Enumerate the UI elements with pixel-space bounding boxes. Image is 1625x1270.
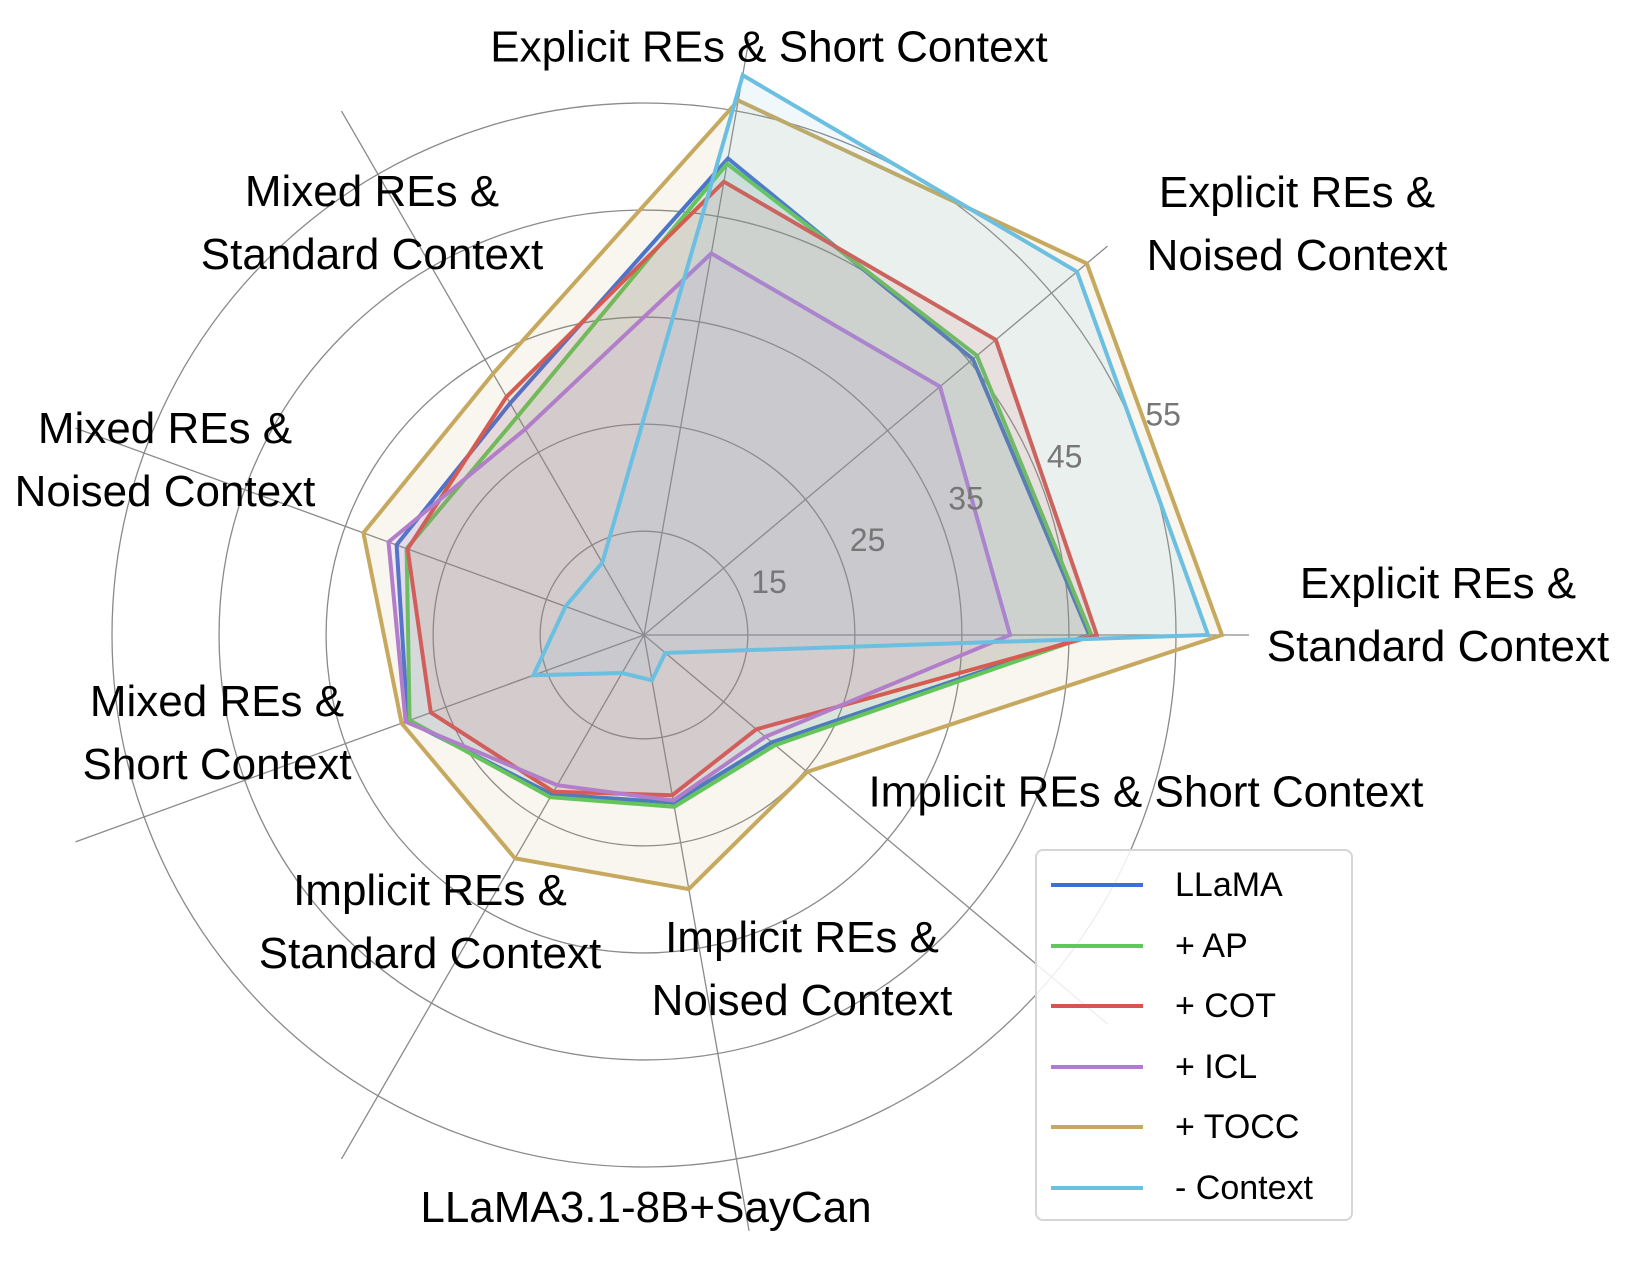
axis-label: Mixed REs & Standard Context [201, 160, 543, 286]
axis-label: Implicit REs & Noised Context [652, 906, 953, 1032]
radial-tick-labels: 15 25 35 45 55 [751, 397, 1181, 600]
legend-label: + TOCC [1175, 1108, 1300, 1146]
axis-spoke [643, 245, 1108, 636]
legend-item: LLaMA [1037, 865, 1351, 905]
chart-title: LLaMA3.1-8B+SayCan [420, 1183, 872, 1232]
legend: LLaMA + AP + COT + ICL + TOCC - Context [1035, 849, 1353, 1221]
axis-label-line: Noised Context [14, 467, 316, 516]
series-icl-line [386, 250, 1013, 803]
axis-label-line: Standard Context [1266, 622, 1610, 671]
legend-swatch [1051, 943, 1143, 948]
axis-label-line: Implicit REs & [665, 913, 939, 962]
legend-swatch [1051, 1004, 1143, 1008]
legend-item: + TOCC [1037, 1107, 1351, 1147]
legend-label: + AP [1175, 926, 1248, 965]
legend-item: + COT [1037, 986, 1351, 1026]
legend-item: - Context [1037, 1168, 1351, 1208]
radial-tick-label: 35 [948, 480, 984, 516]
axis-label-line: Noised Context [1146, 231, 1448, 280]
legend-item: + ICL [1037, 1047, 1351, 1087]
legend-item: + AP [1037, 926, 1351, 966]
axis-label-line: Short Context [82, 740, 352, 789]
legend-swatch [1051, 883, 1143, 887]
series-context-line [530, 72, 1211, 683]
axis-spoke [75, 634, 645, 843]
axis-label: Mixed REs & Short Context [82, 670, 351, 796]
series-cot-line [405, 179, 1100, 798]
axis-label-line: Standard Context [200, 230, 544, 279]
axis-label-line: Mixed REs & [244, 167, 500, 216]
axis-label-line: Explicit REs & [1158, 168, 1436, 217]
legend-swatch [1051, 1185, 1143, 1190]
radial-tick-label: 55 [1145, 397, 1181, 433]
axis-label-line: Noised Context [651, 976, 953, 1025]
legend-label: + ICL [1175, 1047, 1258, 1086]
axis-label: Implicit REs & Short Context [868, 761, 1423, 824]
axis-label-line: Standard Context [258, 929, 602, 978]
axis-label-line: Explicit REs & Short Context [490, 22, 1048, 72]
axis-label: Mixed REs & Noised Context [15, 397, 316, 523]
legend-label: LLaMA [1175, 866, 1283, 904]
series-tocc-line [361, 98, 1225, 892]
axis-spoke [643, 39, 750, 636]
radial-tick-label: 15 [751, 564, 787, 600]
axis-spoke [75, 427, 645, 636]
axis-label-line: Mixed REs & [37, 404, 293, 453]
radial-tick-label: 25 [850, 522, 886, 558]
legend-label: + COT [1175, 987, 1277, 1025]
axis-label: Explicit REs & Noised Context [1147, 161, 1448, 287]
axis-spoke [643, 634, 1108, 1025]
axis-label-line: Implicit REs & Short Context [868, 767, 1424, 817]
legend-label: - Context [1175, 1168, 1313, 1207]
axis-spoke [643, 634, 750, 1231]
axis-label: Explicit REs & Short Context [490, 16, 1048, 79]
legend-swatch [1051, 1125, 1143, 1129]
axis-label: Implicit REs & Standard Context [259, 859, 601, 985]
axis-label-line: Implicit REs & [293, 866, 567, 915]
axis-label: Explicit REs & Standard Context [1267, 552, 1609, 678]
axis-spoke [340, 634, 645, 1160]
legend-swatch [1051, 1064, 1143, 1069]
radial-tick-label: 45 [1047, 438, 1083, 474]
series-polygons [361, 72, 1225, 892]
axis-label-line: Explicit REs & [1299, 559, 1577, 608]
axis-label-line: Mixed REs & [89, 677, 345, 726]
